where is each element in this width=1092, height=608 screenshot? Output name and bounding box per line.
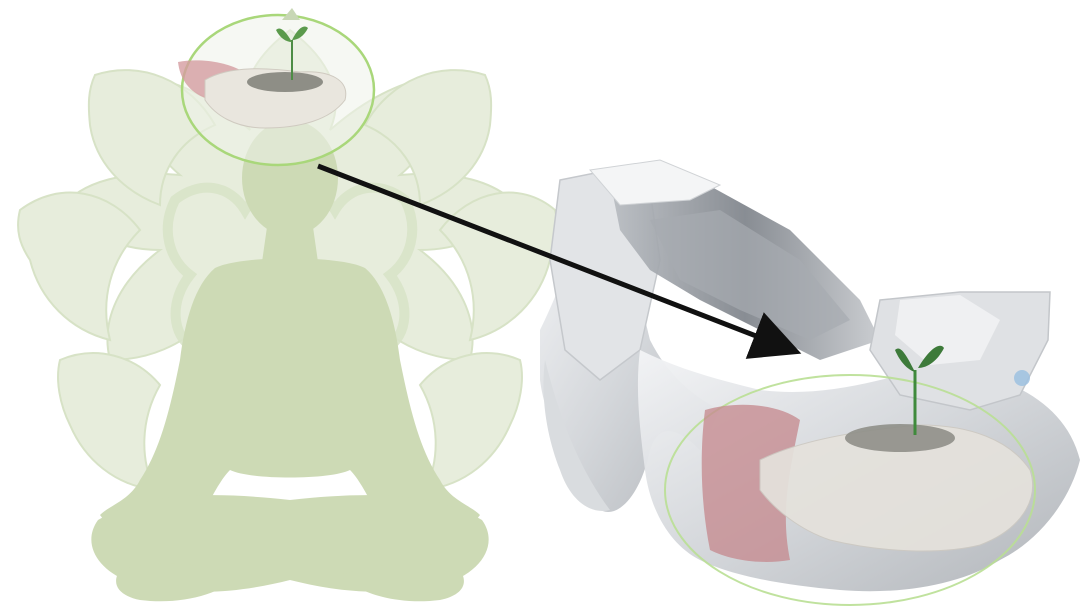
- crystal-top-facet: [589, 159, 722, 206]
- pointer-arrow: [317, 163, 802, 359]
- mandala-petal-lower-right: [418, 352, 523, 492]
- crystal-main-face: [650, 210, 850, 340]
- crystal-right-facet: [895, 295, 1000, 365]
- figure-torso: [100, 258, 480, 540]
- crystal-glint: [1014, 370, 1030, 386]
- crystal-halo: [664, 374, 1036, 606]
- crystal-soil: [845, 424, 955, 452]
- figure-neck: [262, 220, 318, 262]
- crystal-seedling-leaf: [895, 345, 944, 372]
- crown-seedling-leaf: [276, 26, 308, 42]
- mandala-petal-upper-right: [363, 69, 493, 207]
- crown-soil: [247, 72, 323, 92]
- crystal-sleeve: [701, 404, 800, 562]
- figure-feet: [116, 563, 464, 602]
- crown-top-point: [282, 8, 300, 20]
- crown-seedling-image: [178, 8, 376, 167]
- crystal-left-lower: [543, 360, 610, 511]
- mandala-petal-lower-left: [57, 352, 162, 492]
- quartz-crystal-cluster: [540, 159, 1080, 606]
- mandala-petal-left: [17, 191, 142, 342]
